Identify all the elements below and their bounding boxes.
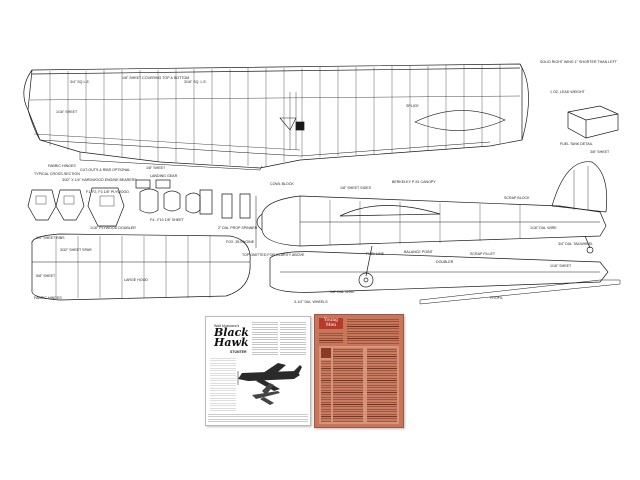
- plan-label: FABRIC HINGES: [48, 164, 76, 168]
- plan-label: DOUBLER: [436, 260, 454, 264]
- magazine-logo-mark: [321, 348, 331, 358]
- airplane-photo: [237, 363, 302, 405]
- article-subtitle: STUNTER: [230, 350, 247, 354]
- article-caption: [208, 413, 308, 423]
- magazine-text-column: [367, 348, 397, 422]
- plan-label: CUT-OUTS & RIBS OPTIONAL: [80, 168, 131, 172]
- plan-label: 1/8" SHEET COVERING TOP & BOTTOM: [122, 76, 190, 80]
- plan-label: BERKELEY P-51 CANOPY: [392, 180, 436, 184]
- plan-label: FUEL LINE: [366, 252, 385, 256]
- plan-label: SCRAP BLOCK: [504, 196, 530, 200]
- article-title-line: Black: [214, 326, 249, 339]
- article-title: Black Hawk: [214, 326, 249, 349]
- plan-label: SCRAP FILLET: [470, 252, 496, 256]
- plan-label: LARGE HOOD: [124, 278, 148, 282]
- plan-label: 3/32" X 1/4" HARDWOOD ENGINE BEARERS: [62, 178, 137, 182]
- plan-label: 3/16" SQ. L.E.: [184, 80, 207, 84]
- magazine-body: [319, 346, 399, 424]
- magazine-header-text: [347, 318, 399, 344]
- plan-label: FOX .35 ENGINE: [226, 240, 255, 244]
- plan-label: 1/16" SHEET: [56, 110, 78, 114]
- article-author: Walt Musciano's: [214, 324, 240, 328]
- plan-label: 3/4" SQ L.E.: [70, 80, 90, 84]
- magazine-header-text: [319, 332, 343, 344]
- magazine-banner: Young Men: [319, 318, 343, 329]
- plan-label: FUEL TANK DETAIL: [560, 142, 593, 146]
- plan-drawing: [23, 63, 621, 305]
- plan-label: LANDING GEAR: [150, 174, 178, 178]
- article-text-column: [210, 357, 236, 413]
- magazine-text-column: [333, 348, 363, 422]
- plan-label: 2" DIA. PROP SPINNER: [218, 226, 258, 230]
- fuselage-top-view: [269, 251, 621, 305]
- plan-label: COWL BLOCK: [270, 182, 294, 186]
- article-page: Walt Musciano's Black Hawk STUNTER: [205, 316, 311, 426]
- plan-label: 1 OZ. LEAD WEIGHT: [550, 90, 585, 94]
- plan-label: TYPICAL CROSS-SECTION: [34, 172, 80, 176]
- plan-label: TOP OMITTED FOR CLARITY ABOVE: [242, 253, 305, 257]
- article-text-column: [280, 321, 306, 355]
- plan-label: BALANCE POINT: [404, 250, 433, 254]
- plan-label: 1/8" SHEET SIDES: [340, 186, 371, 190]
- plan-label: 1/16" SHEET: [550, 264, 572, 268]
- plan-label: 1/4" SHEET RIBS: [36, 236, 65, 240]
- magazine-text-column: [321, 360, 331, 422]
- magazine-name-line: Young: [324, 318, 338, 323]
- wing-plan-view: [23, 63, 529, 171]
- fuselage-side-view: [255, 161, 608, 288]
- fuel-tank-detail: [567, 105, 619, 139]
- former-parts: [27, 179, 251, 227]
- plan-label: 1/8" DIA. WIRE: [330, 290, 355, 294]
- plan-label: 1/16" DIA. WIRE: [530, 226, 557, 230]
- magazine-page: Young Men: [314, 314, 404, 428]
- plan-label: SOLID RIGHT WING 1" SHORTER THAN LEFT: [540, 60, 617, 64]
- plan-label: 5/8" SHEET: [36, 274, 56, 278]
- plan-label: F4 - F10 1/8" SHEET: [150, 218, 184, 222]
- plan-label: 1/16" PLYWOOD DOUBLER: [90, 226, 136, 230]
- plan-label: 3/4" DIA. TAILWHEEL: [558, 242, 594, 246]
- plan-label: F1, F2, F3 1/8" PLYWOOD: [86, 190, 129, 194]
- plan-label: 3/8" SHEET: [590, 150, 610, 154]
- plan-label: SPLICE: [406, 104, 419, 108]
- plan-label: 3-1/2" DIA. WHEELS: [294, 300, 328, 304]
- article-title-line: Hawk: [214, 336, 249, 349]
- plan-label: FABRIC HINGES: [34, 296, 62, 300]
- plan-label: 3/32" SHEET SPAR: [60, 248, 92, 252]
- plan-label: 1/8" SHEET: [146, 166, 166, 170]
- article-text-column: [252, 321, 278, 355]
- article-title-block: Walt Musciano's Black Hawk STUNTER: [208, 319, 250, 357]
- magazine-name-line: Men: [325, 323, 337, 328]
- plan-label: PROFIL: [490, 296, 503, 300]
- stabilizer-plan: [31, 233, 251, 301]
